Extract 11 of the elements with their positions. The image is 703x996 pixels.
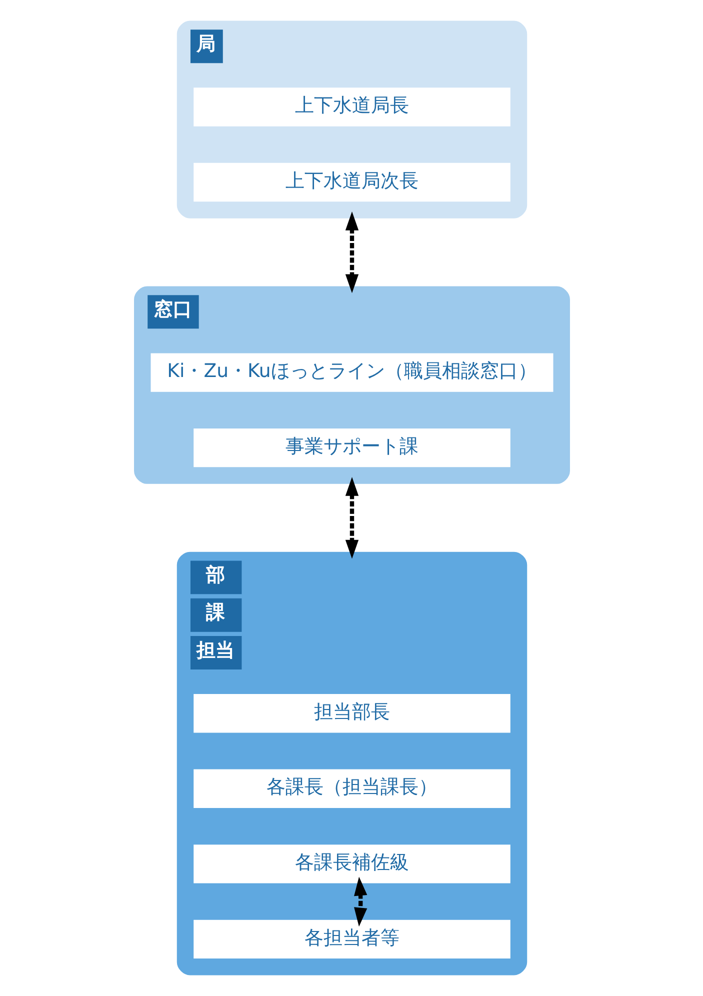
arrow [344,212,358,294]
node-box: Ki・Zu・Kuほっとライン（職員相談窓口） [150,353,553,392]
node-box: 事業サポート課 [193,428,510,468]
node-box: 担当部長 [193,694,510,733]
node-box: 各担当者等 [193,920,510,959]
node-box: 上下水道局長 [193,88,510,126]
node-box: 上下水道局次長 [193,162,510,202]
arrow [354,876,367,927]
arrow [344,477,358,559]
node-box: 各課長補佐級 [193,844,510,884]
node-box: 各課長（担当課長） [193,769,510,808]
